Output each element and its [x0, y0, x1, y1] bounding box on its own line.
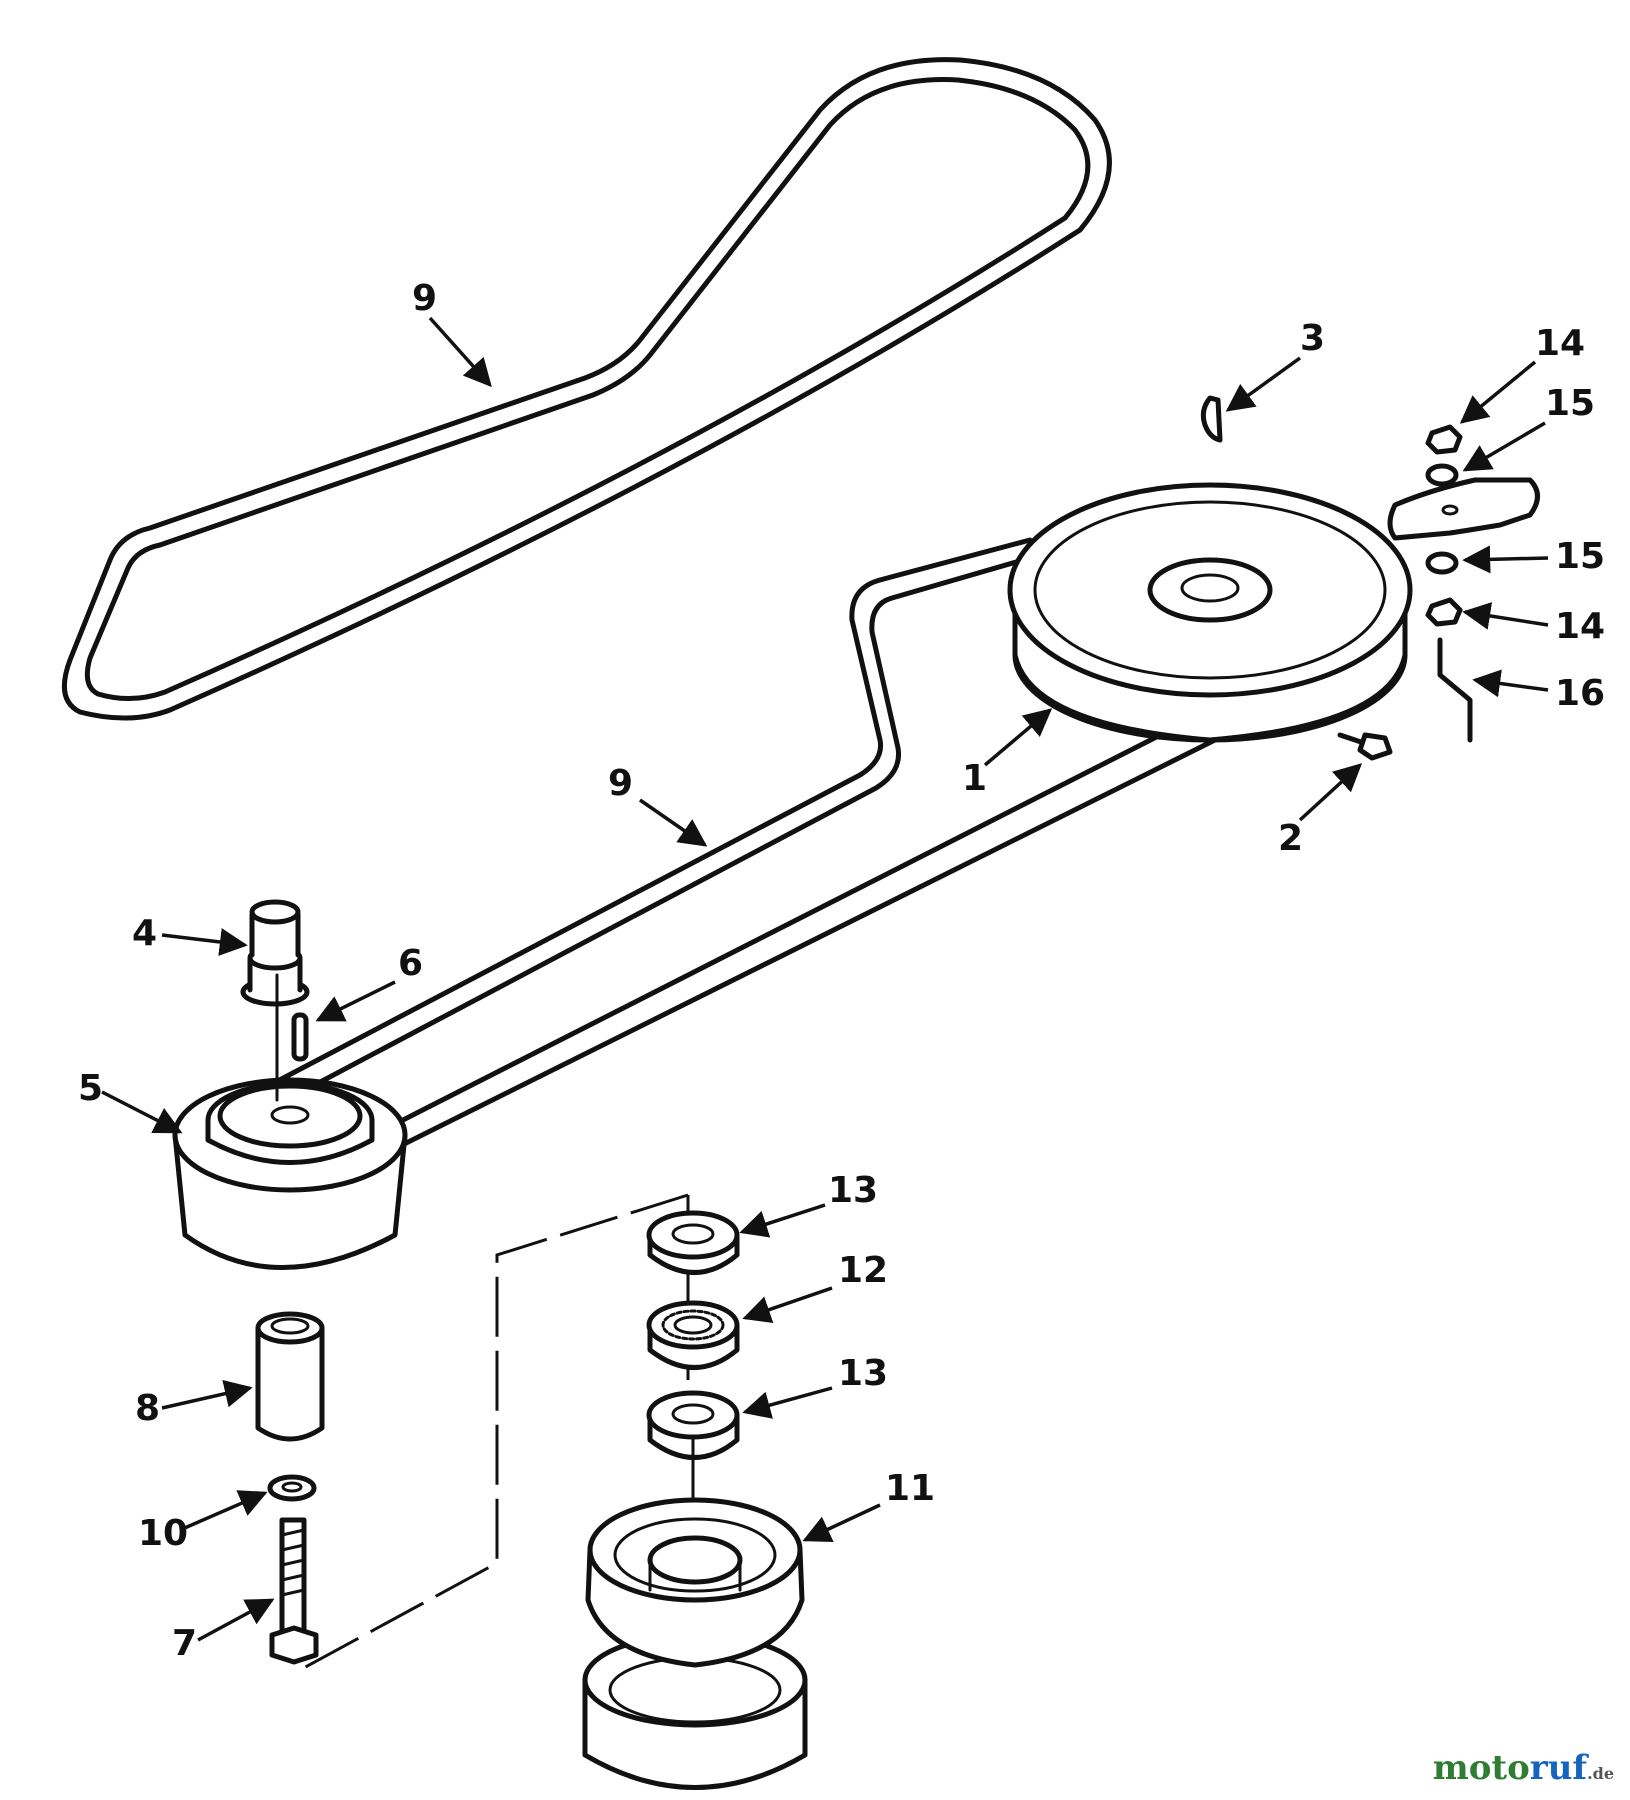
pulley-bolt: [1337, 732, 1393, 761]
large-pulley: [1007, 482, 1413, 743]
spare-belt: [61, 57, 1112, 721]
idler-pulley: [172, 1077, 408, 1270]
watermark-part-2: ruf: [1529, 1748, 1588, 1788]
watermark-part-1: moto: [1432, 1748, 1530, 1788]
callout-6: 6: [398, 943, 423, 984]
callout-13-bottom: 13: [838, 1353, 888, 1394]
callout-4: 4: [132, 913, 157, 954]
callout-11: 11: [885, 1468, 935, 1509]
callout-14-top: 14: [1535, 323, 1585, 364]
callout-10: 10: [138, 1513, 188, 1554]
callout-3: 3: [1300, 318, 1325, 359]
watermark-logo: motoruf.de: [1433, 1748, 1614, 1788]
callout-5: 5: [78, 1068, 103, 1109]
bracket-hardware: [1387, 424, 1540, 743]
callout-15-bottom: 15: [1555, 536, 1605, 577]
bearing-retainer-top: [646, 1210, 740, 1275]
callout-1: 1: [962, 758, 987, 799]
callout-9-middle: 9: [608, 763, 633, 804]
callouts: 9 3 14 15 15 14 16 1 2 9 4 6 5 13 12 13: [78, 278, 1605, 1664]
pin: [291, 1012, 309, 1062]
callout-14-bottom: 14: [1555, 606, 1605, 647]
callout-13-top: 13: [828, 1170, 878, 1211]
bearing: [646, 1300, 740, 1370]
drive-belt: [267, 537, 1228, 1171]
callout-9-top: 9: [412, 278, 437, 319]
key: [1200, 395, 1223, 443]
idler-bolt: [269, 1517, 319, 1665]
callout-16: 16: [1555, 673, 1605, 714]
bushing: [240, 899, 310, 1007]
double-pulley: [582, 1497, 808, 1790]
callout-7: 7: [172, 1623, 197, 1664]
spacer: [255, 1311, 325, 1442]
watermark-part-3: .de: [1587, 1764, 1614, 1783]
washer: [267, 1474, 317, 1502]
callout-8: 8: [135, 1388, 160, 1429]
callout-15-top: 15: [1545, 383, 1595, 424]
callout-2: 2: [1278, 818, 1303, 859]
callout-12: 12: [838, 1250, 888, 1291]
